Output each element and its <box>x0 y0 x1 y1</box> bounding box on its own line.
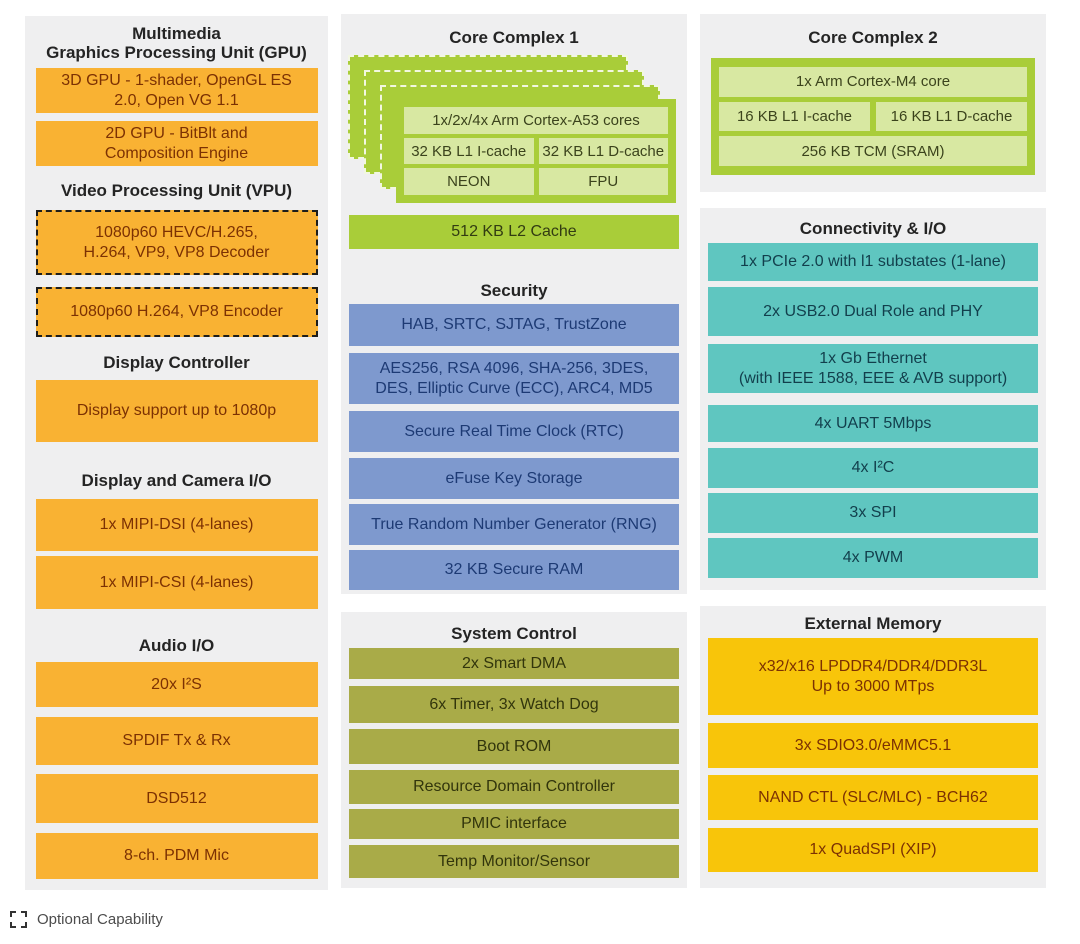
block-2d-gpu: 2D GPU - BitBlt and Composition Engine <box>35 121 318 166</box>
block-i2c: 4x I²C <box>708 448 1038 488</box>
block-pwm: 4x PWM <box>708 538 1038 578</box>
block-tcm-sram: 256 KB TCM (SRAM) <box>719 136 1027 167</box>
block-temp-monitor: Temp Monitor/Sensor <box>349 845 679 878</box>
section-header-audio-io: Audio I/O <box>138 636 215 655</box>
block-3d-gpu: 3D GPU - 1-shader, OpenGL ES 2.0, Open V… <box>35 68 318 113</box>
panel-external-memory: External Memory x32/x16 LPDDR4/DDR4/DDR3… <box>700 606 1046 888</box>
block-lpddr4: x32/x16 LPDDR4/DDR4/DDR3L Up to 3000 MTp… <box>708 638 1038 715</box>
panel-connectivity-io: Connectivity & I/O 1x PCIe 2.0 with l1 s… <box>700 208 1046 590</box>
block-timer-watchdog: 6x Timer, 3x Watch Dog <box>349 686 679 723</box>
section-header-multimedia-gpu: Multimedia Graphics Processing Unit (GPU… <box>46 24 307 62</box>
section-header-security: Security <box>480 281 548 300</box>
block-spdif: SPDIF Tx & Rx <box>35 717 318 765</box>
cortex-m4-card: 1x Arm Cortex-M4 core 16 KB L1 I-cache 1… <box>711 58 1035 175</box>
block-vpu-decoder: 1080p60 HEVC/H.265, H.264, VP9, VP8 Deco… <box>35 210 318 275</box>
panel-system-control: System Control 2x Smart DMA 6x Timer, 3x… <box>341 612 687 888</box>
block-vpu-encoder: 1080p60 H.264, VP8 Encoder <box>35 287 318 337</box>
block-usb: 2x USB2.0 Dual Role and PHY <box>708 287 1038 336</box>
block-spi: 3x SPI <box>708 493 1038 533</box>
block-pcie: 1x PCIe 2.0 with l1 substates (1-lane) <box>708 243 1038 281</box>
block-secure-rtc: Secure Real Time Clock (RTC) <box>349 411 679 452</box>
block-l1-icache: 32 KB L1 I-cache <box>404 137 534 165</box>
block-mipi-dsi: 1x MIPI-DSI (4-lanes) <box>35 499 318 551</box>
section-header-display-camera-io: Display and Camera I/O <box>81 471 272 490</box>
block-uart: 4x UART 5Mbps <box>708 405 1038 442</box>
panel-multimedia: Multimedia Graphics Processing Unit (GPU… <box>25 16 328 890</box>
section-header-core-complex-2: Core Complex 2 <box>808 28 938 47</box>
panel-core-complex-2: Core Complex 2 1x Arm Cortex-M4 core 16 … <box>700 14 1046 192</box>
block-m4-dcache: 16 KB L1 D-cache <box>876 101 1027 132</box>
block-smart-dma: 2x Smart DMA <box>349 648 679 679</box>
block-a53-cores: 1x/2x/4x Arm Cortex-A53 cores <box>404 107 668 134</box>
section-header-connectivity-io: Connectivity & I/O <box>799 219 947 238</box>
block-i2s: 20x I²S <box>35 662 318 707</box>
section-header-core-complex-1: Core Complex 1 <box>449 28 579 47</box>
block-l2-cache: 512 KB L2 Cache <box>349 215 679 249</box>
core-complex-1-stack: 1x/2x/4x Arm Cortex-A53 cores 32 KB L1 I… <box>348 55 676 203</box>
block-pdm-mic: 8-ch. PDM Mic <box>35 833 318 879</box>
optional-capability-icon <box>10 911 27 928</box>
block-nand-ctl: NAND CTL (SLC/MLC) - BCH62 <box>708 775 1038 820</box>
block-fpu: FPU <box>538 168 668 196</box>
section-header-system-control: System Control <box>451 624 577 643</box>
block-mipi-csi: 1x MIPI-CSI (4-lanes) <box>35 556 318 609</box>
section-header-vpu: Video Processing Unit (VPU) <box>60 181 293 200</box>
legend-optional-capability: Optional Capability <box>10 911 163 928</box>
l1-cache-row: 32 KB L1 I-cache 32 KB L1 D-cache <box>404 137 668 165</box>
block-resource-domain-controller: Resource Domain Controller <box>349 770 679 804</box>
panel-core-complex-1-security: Core Complex 1 1x/2x/4x Arm Cortex-A53 c… <box>341 14 687 594</box>
block-m4-icache: 16 KB L1 I-cache <box>719 101 870 132</box>
block-neon: NEON <box>404 168 534 196</box>
block-quadspi: 1x QuadSPI (XIP) <box>708 828 1038 872</box>
block-ethernet: 1x Gb Ethernet (with IEEE 1588, EEE & AV… <box>708 344 1038 393</box>
block-l1-dcache: 32 KB L1 D-cache <box>538 137 668 165</box>
block-display-support: Display support up to 1080p <box>35 380 318 442</box>
legend-label: Optional Capability <box>37 911 163 928</box>
section-header-external-memory: External Memory <box>804 614 942 633</box>
block-sdio-emmc: 3x SDIO3.0/eMMC5.1 <box>708 723 1038 768</box>
section-header-display-controller: Display Controller <box>103 353 250 372</box>
cortex-a53-card: 1x/2x/4x Arm Cortex-A53 cores 32 KB L1 I… <box>396 99 676 203</box>
m4-cache-row: 16 KB L1 I-cache 16 KB L1 D-cache <box>719 101 1027 132</box>
block-m4-core: 1x Arm Cortex-M4 core <box>719 67 1027 97</box>
block-pmic-interface: PMIC interface <box>349 809 679 839</box>
block-trng: True Random Number Generator (RNG) <box>349 504 679 545</box>
block-boot-rom: Boot ROM <box>349 729 679 764</box>
block-crypto-algorithms: AES256, RSA 4096, SHA-256, 3DES, DES, El… <box>349 353 679 404</box>
neon-fpu-row: NEON FPU <box>404 168 668 196</box>
block-hab-trustzone: HAB, SRTC, SJTAG, TrustZone <box>349 304 679 346</box>
block-secure-ram: 32 KB Secure RAM <box>349 550 679 590</box>
block-efuse-key-storage: eFuse Key Storage <box>349 458 679 499</box>
block-dsd512: DSD512 <box>35 774 318 823</box>
